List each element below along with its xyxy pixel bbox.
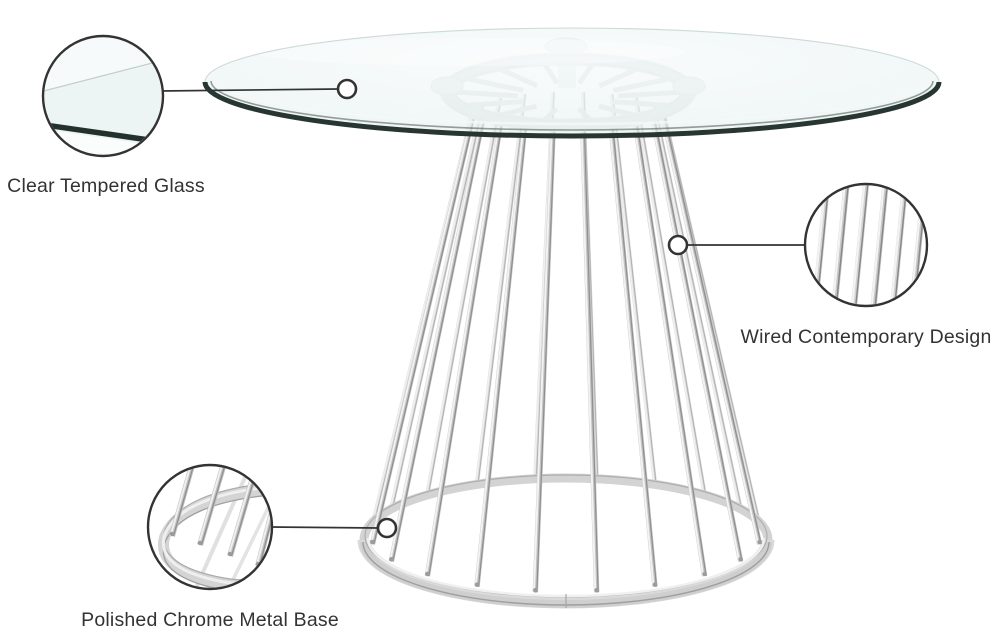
glass-top [202, 27, 942, 139]
callout-chrome-base [146, 463, 398, 591]
glass-front-edge [202, 81, 942, 139]
glass-sheen [255, 38, 685, 66]
label-polished-chrome-metal-base: Polished Chrome Metal Base [81, 609, 339, 631]
glass-zoom-detail [44, 37, 162, 155]
base-ring [357, 473, 775, 609]
glass-leader-line [159, 88, 339, 92]
callout-wired-design [667, 182, 929, 308]
glass-marker-dot [336, 78, 358, 100]
wire-cone-front [369, 114, 763, 593]
label-clear-tempered-glass: Clear Tempered Glass [7, 175, 205, 197]
wired-marker-dot [667, 234, 689, 256]
base-marker-dot [376, 517, 398, 539]
label-wired-contemporary-design: Wired Contemporary Design [740, 326, 990, 348]
base-leader-line [269, 526, 379, 529]
wired-zoom-detail [806, 185, 926, 305]
